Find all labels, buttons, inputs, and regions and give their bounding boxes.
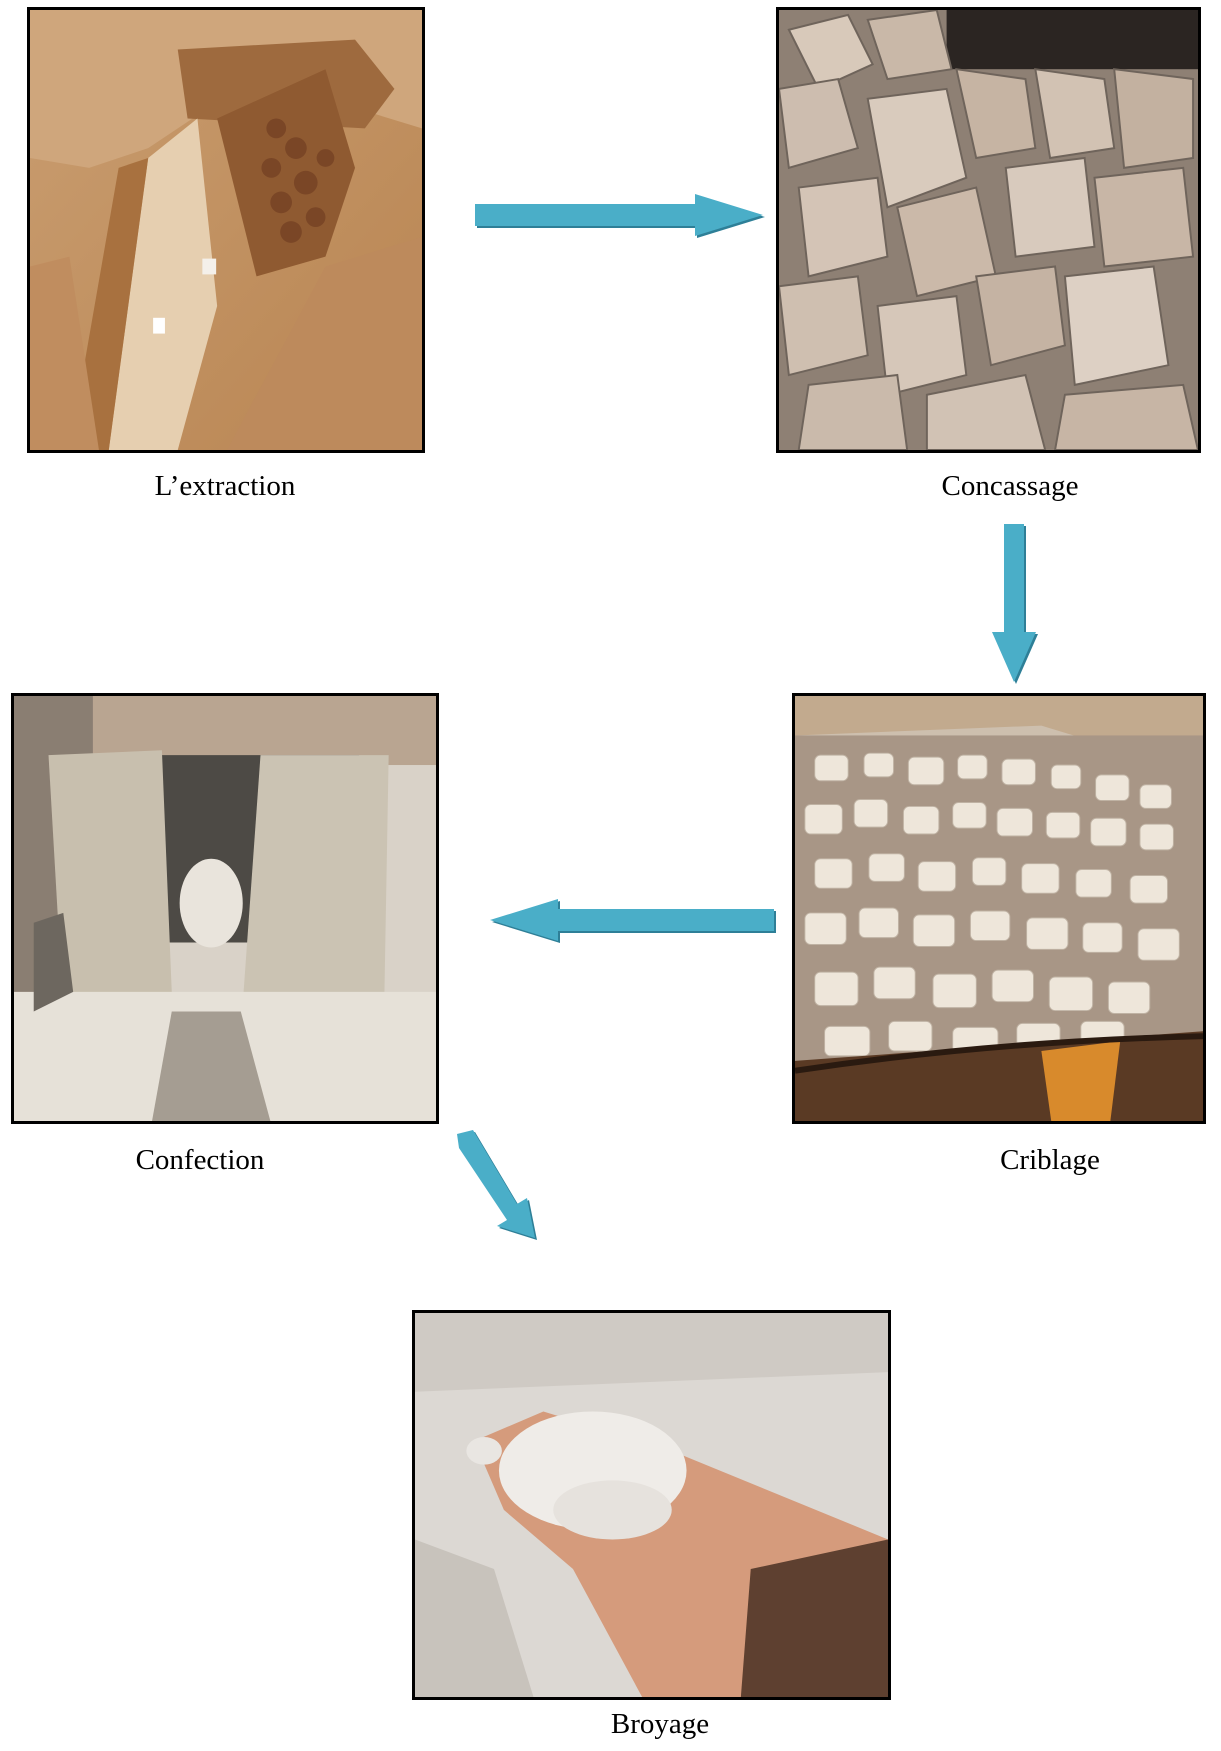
photo-extraction: [27, 7, 425, 453]
arrow-right: [473, 190, 768, 240]
caption-criblage: Criblage: [960, 1144, 1140, 1177]
arrow-diagonal: [445, 1130, 545, 1245]
caption-broyage: Broyage: [560, 1708, 760, 1741]
photo-broyage: [412, 1310, 891, 1700]
caption-concassage: Concassage: [895, 470, 1125, 503]
caption-extraction: L’extraction: [110, 470, 340, 503]
photo-criblage: [792, 693, 1206, 1124]
arrow-left: [488, 895, 778, 945]
photo-confection: [11, 693, 439, 1124]
photo-concassage: [776, 7, 1201, 453]
arrow-down: [990, 522, 1040, 687]
caption-confection: Confection: [100, 1144, 300, 1177]
